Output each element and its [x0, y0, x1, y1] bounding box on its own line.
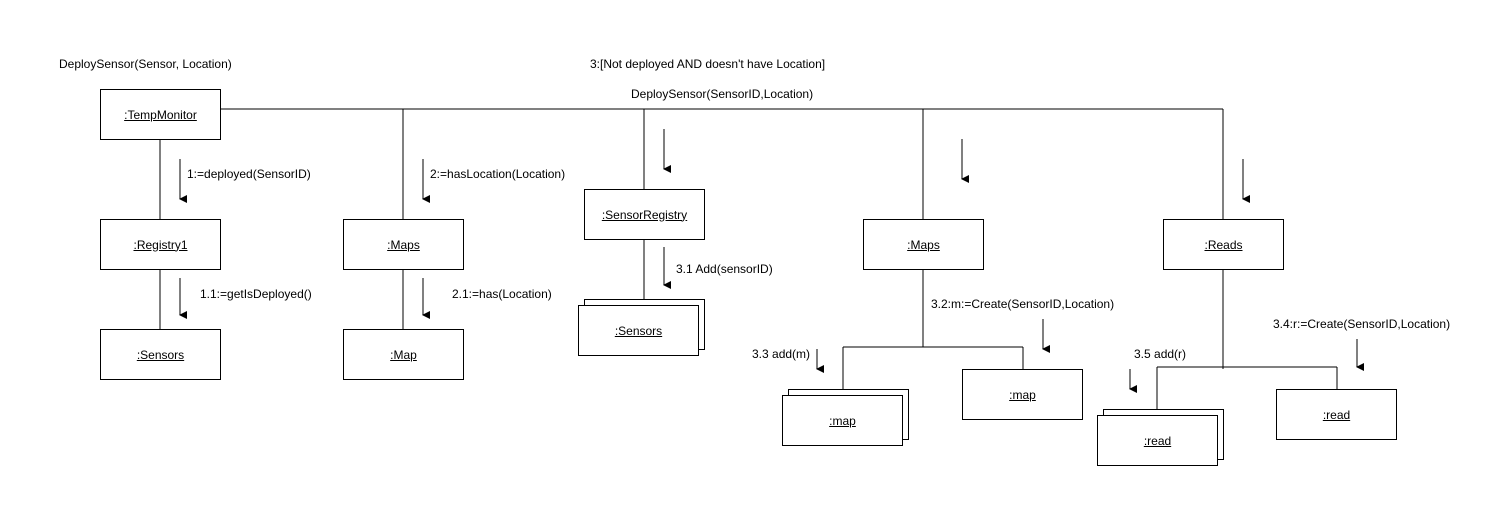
object-reads-label: :Reads: [1204, 237, 1243, 252]
message-has-location: 2:=hasLocation(Location): [430, 167, 566, 181]
message-has: 2.1:=has(Location): [452, 287, 552, 301]
object-temp-monitor: :TempMonitor: [100, 89, 221, 140]
multiobject-sensors-label: :Sensors: [614, 323, 663, 338]
multiobject-sensors-front: :Sensors: [578, 305, 699, 356]
object-maps: :Maps: [343, 219, 464, 270]
multiobject-read: :read: [1097, 409, 1225, 466]
object-map: :Map: [343, 329, 464, 380]
object-sensors-label: :Sensors: [136, 347, 185, 362]
object-read-2: :read: [1276, 389, 1397, 440]
object-map-label: :Map: [390, 347, 417, 362]
message-create-map: 3.2:m:=Create(SensorID,Location): [931, 297, 1115, 311]
message-get-is-deployed: 1.1:=getIsDeployed(): [200, 287, 312, 301]
object-sensor-registry-label: :SensorRegistry: [601, 207, 688, 222]
object-read-2-label: :read: [1322, 407, 1351, 422]
object-maps-label: :Maps: [387, 237, 420, 252]
object-maps-2: :Maps: [863, 219, 984, 270]
message-add-sensor: 3.1 Add(sensorID): [676, 262, 773, 276]
message-condition: 3:[Not deployed AND doesn't have Locatio…: [590, 57, 826, 71]
object-registry1-label: :Registry1: [133, 237, 188, 252]
message-add-m: 3.3 add(m): [752, 347, 811, 361]
multiobject-map-label: :map: [829, 413, 856, 428]
object-map-2: :map: [962, 369, 1083, 420]
message-deployed: 1:=deployed(SensorID): [187, 167, 311, 181]
message-deploy-sensor: DeploySensor(Sensor, Location): [59, 57, 232, 71]
multiobject-read-label: :read: [1143, 433, 1172, 448]
multiobject-read-front: :read: [1097, 415, 1218, 466]
object-maps-2-label: :Maps: [907, 237, 940, 252]
multiobject-map-front: :map: [782, 395, 903, 446]
object-sensors: :Sensors: [100, 329, 221, 380]
object-sensor-registry: :SensorRegistry: [584, 189, 705, 240]
object-registry1: :Registry1: [100, 219, 221, 270]
object-temp-monitor-label: :TempMonitor: [124, 107, 197, 122]
multiobject-sensors: :Sensors: [578, 299, 706, 356]
object-reads: :Reads: [1163, 219, 1284, 270]
message-create-read: 3.4:r:=Create(SensorID,Location): [1273, 317, 1451, 331]
message-add-r: 3.5 add(r): [1134, 347, 1187, 361]
object-map-2-label: :map: [1009, 387, 1036, 402]
multiobject-map: :map: [782, 389, 910, 446]
message-deploy-sensor-id: DeploySensor(SensorID,Location): [631, 87, 814, 101]
